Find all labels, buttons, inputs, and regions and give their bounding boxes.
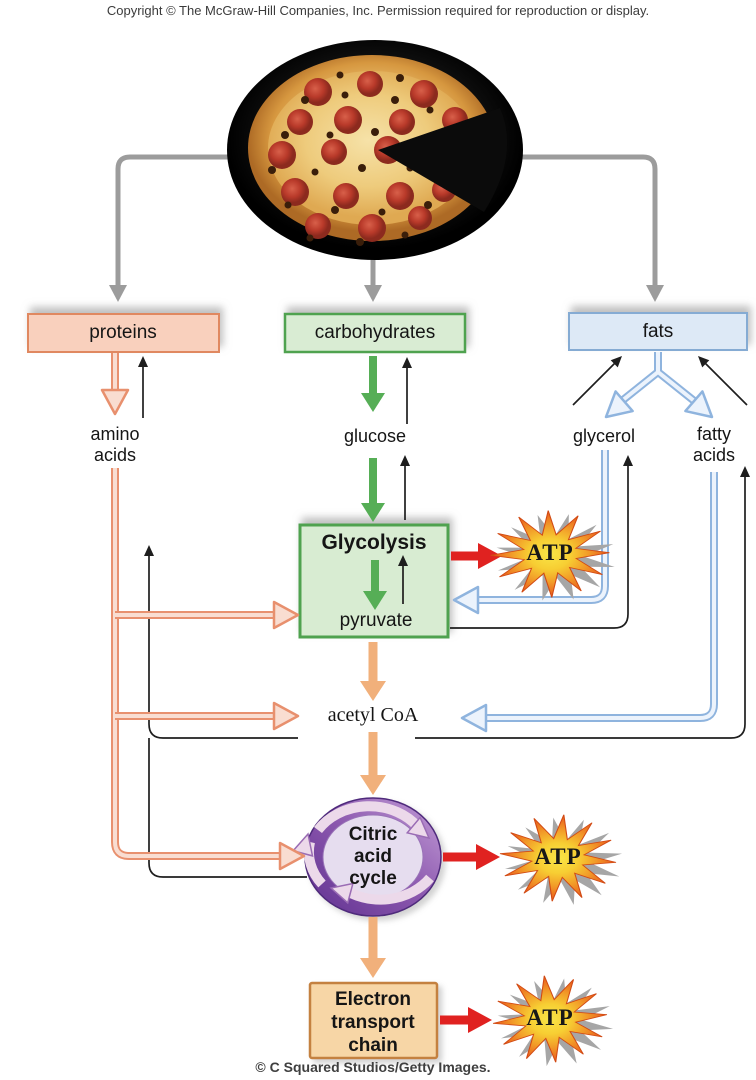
- circular-arrow-ring-icon: [291, 801, 434, 905]
- atp-starburst-glycolysis: [490, 510, 615, 601]
- pizza-image: [227, 40, 523, 260]
- atp-label-glycolysis: ATP: [526, 539, 574, 565]
- copyright-notice: Copyright © The McGraw-Hill Companies, I…: [106, 3, 650, 18]
- glucose-pathway-arrows: [361, 356, 387, 610]
- pyruvate-label: pyruvate: [339, 610, 413, 631]
- glucose-label: glucose: [343, 426, 407, 446]
- carbohydrates-box-label: carbohydrates: [314, 322, 436, 343]
- atp-label-citric: ATP: [534, 843, 582, 869]
- pizza-pepperoni: [268, 71, 468, 242]
- atp-starburst-citric: [499, 814, 623, 905]
- proteins-box-label: proteins: [89, 322, 157, 343]
- carbohydrates-box: [283, 312, 467, 354]
- atp-label-etc: ATP: [526, 1004, 574, 1030]
- atp-energy-arrows: [440, 543, 502, 1033]
- citric-acid-cycle-ring: [291, 797, 442, 917]
- proteins-box: [27, 313, 220, 353]
- atp-starburst-etc: [492, 975, 614, 1067]
- boxes: [27, 312, 748, 1060]
- fat-pathway-arrows: [452, 352, 718, 733]
- fats-box: [568, 312, 748, 351]
- acetyl-coa-label: acetyl CoA: [327, 704, 419, 726]
- electron-transport-chain-box: [308, 981, 439, 1060]
- catabolism-flow-arrows: [360, 642, 386, 978]
- glycerol-label: glycerol: [572, 426, 636, 446]
- fats-box-label: fats: [642, 321, 674, 342]
- amino-acid-pathway-arrows: [100, 353, 306, 871]
- glycolysis-label: Glycolysis: [321, 531, 427, 554]
- pizza-cheese: [268, 71, 476, 225]
- pizza-missing-slice: [378, 108, 508, 212]
- synthesis-return-arrows: [138, 356, 750, 878]
- image-credit: © C Squared Studios/Getty Images.: [255, 1059, 491, 1075]
